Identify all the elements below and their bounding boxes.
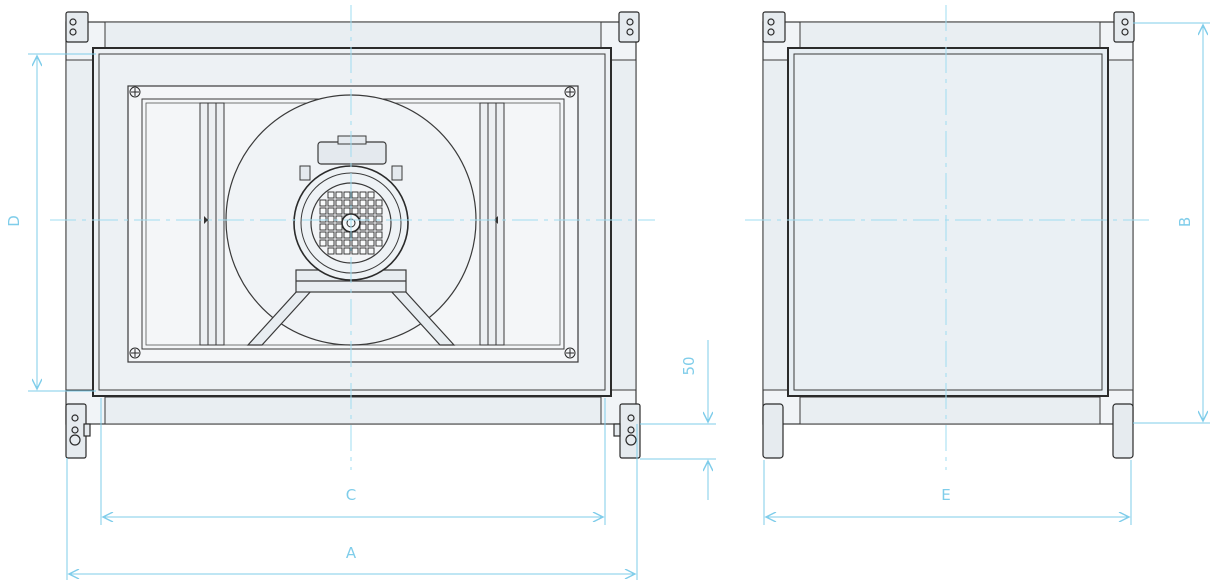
grille-slot [327,207,335,215]
grille-slot [375,239,383,247]
grille-slot [367,207,375,215]
grille-slot [367,239,375,247]
grille-slot [335,215,343,223]
grille-slot [359,199,367,207]
motor [293,135,409,281]
grille-slot [327,215,335,223]
grille-slot [319,215,327,223]
grille-slot [319,231,327,239]
grille-slot [327,223,335,231]
grille-slot [335,191,343,199]
front-casing-bottom-flange [104,396,602,425]
grille-slot [359,191,367,199]
side-view [762,11,1135,459]
grille-slot [359,231,367,239]
grille-slot [375,215,383,223]
grille-slot [343,239,351,247]
side-corner-brackets [762,11,1135,459]
grille-slot [367,231,375,239]
grille-slot [319,199,327,207]
front-corner-brackets [65,11,641,459]
grille-slot [359,223,367,231]
grille-slot [375,223,383,231]
grille-slot [367,223,375,231]
grille-slot [327,247,335,255]
front-casing-left-strip [65,59,95,391]
dimension-label-b: B [1176,217,1194,227]
dimension-label-d: D [5,215,23,227]
grille-slot [327,191,335,199]
grille-slot [343,247,351,255]
grille-slot [327,239,335,247]
grille-slot [343,199,351,207]
center-lines [50,5,1150,470]
grille-slot [319,239,327,247]
front-casing-right-strip [608,59,637,391]
grille-slot [375,231,383,239]
dimension-label-50: 50 [680,356,698,375]
grille-slot [343,231,351,239]
grille-slot [335,231,343,239]
grille-slot [351,239,359,247]
motor-fan-grille [319,191,383,255]
grille-slot [375,199,383,207]
dimensions [28,22,1210,580]
grille-slot [327,231,335,239]
grille-slot [359,239,367,247]
grille-slot [351,207,359,215]
grille-slot [319,207,327,215]
grille-slot [367,191,375,199]
grille-slot [335,207,343,215]
grille-slot [351,247,359,255]
grille-slot [359,215,367,223]
dimension-label-a: A [346,544,357,562]
grille-slot [335,239,343,247]
grille-slot [335,247,343,255]
grille-slot [335,223,343,231]
grille-slot [375,207,383,215]
grille-slot [367,215,375,223]
grille-slot [327,199,335,207]
grille-slot [359,247,367,255]
grille-slot [351,199,359,207]
grille-slot [367,247,375,255]
dimension-label-e: E [941,486,950,504]
grille-slot [351,231,359,239]
front-view [65,11,641,459]
front-casing-top-flange [104,21,602,49]
dimension-label-c: C [346,486,356,504]
grille-slot [359,207,367,215]
grille-slot [335,199,343,207]
grille-slot [367,199,375,207]
front-frame-bolts [129,86,576,359]
grille-slot [343,207,351,215]
grille-slot [351,191,359,199]
grille-slot [343,191,351,199]
grille-slot [319,223,327,231]
